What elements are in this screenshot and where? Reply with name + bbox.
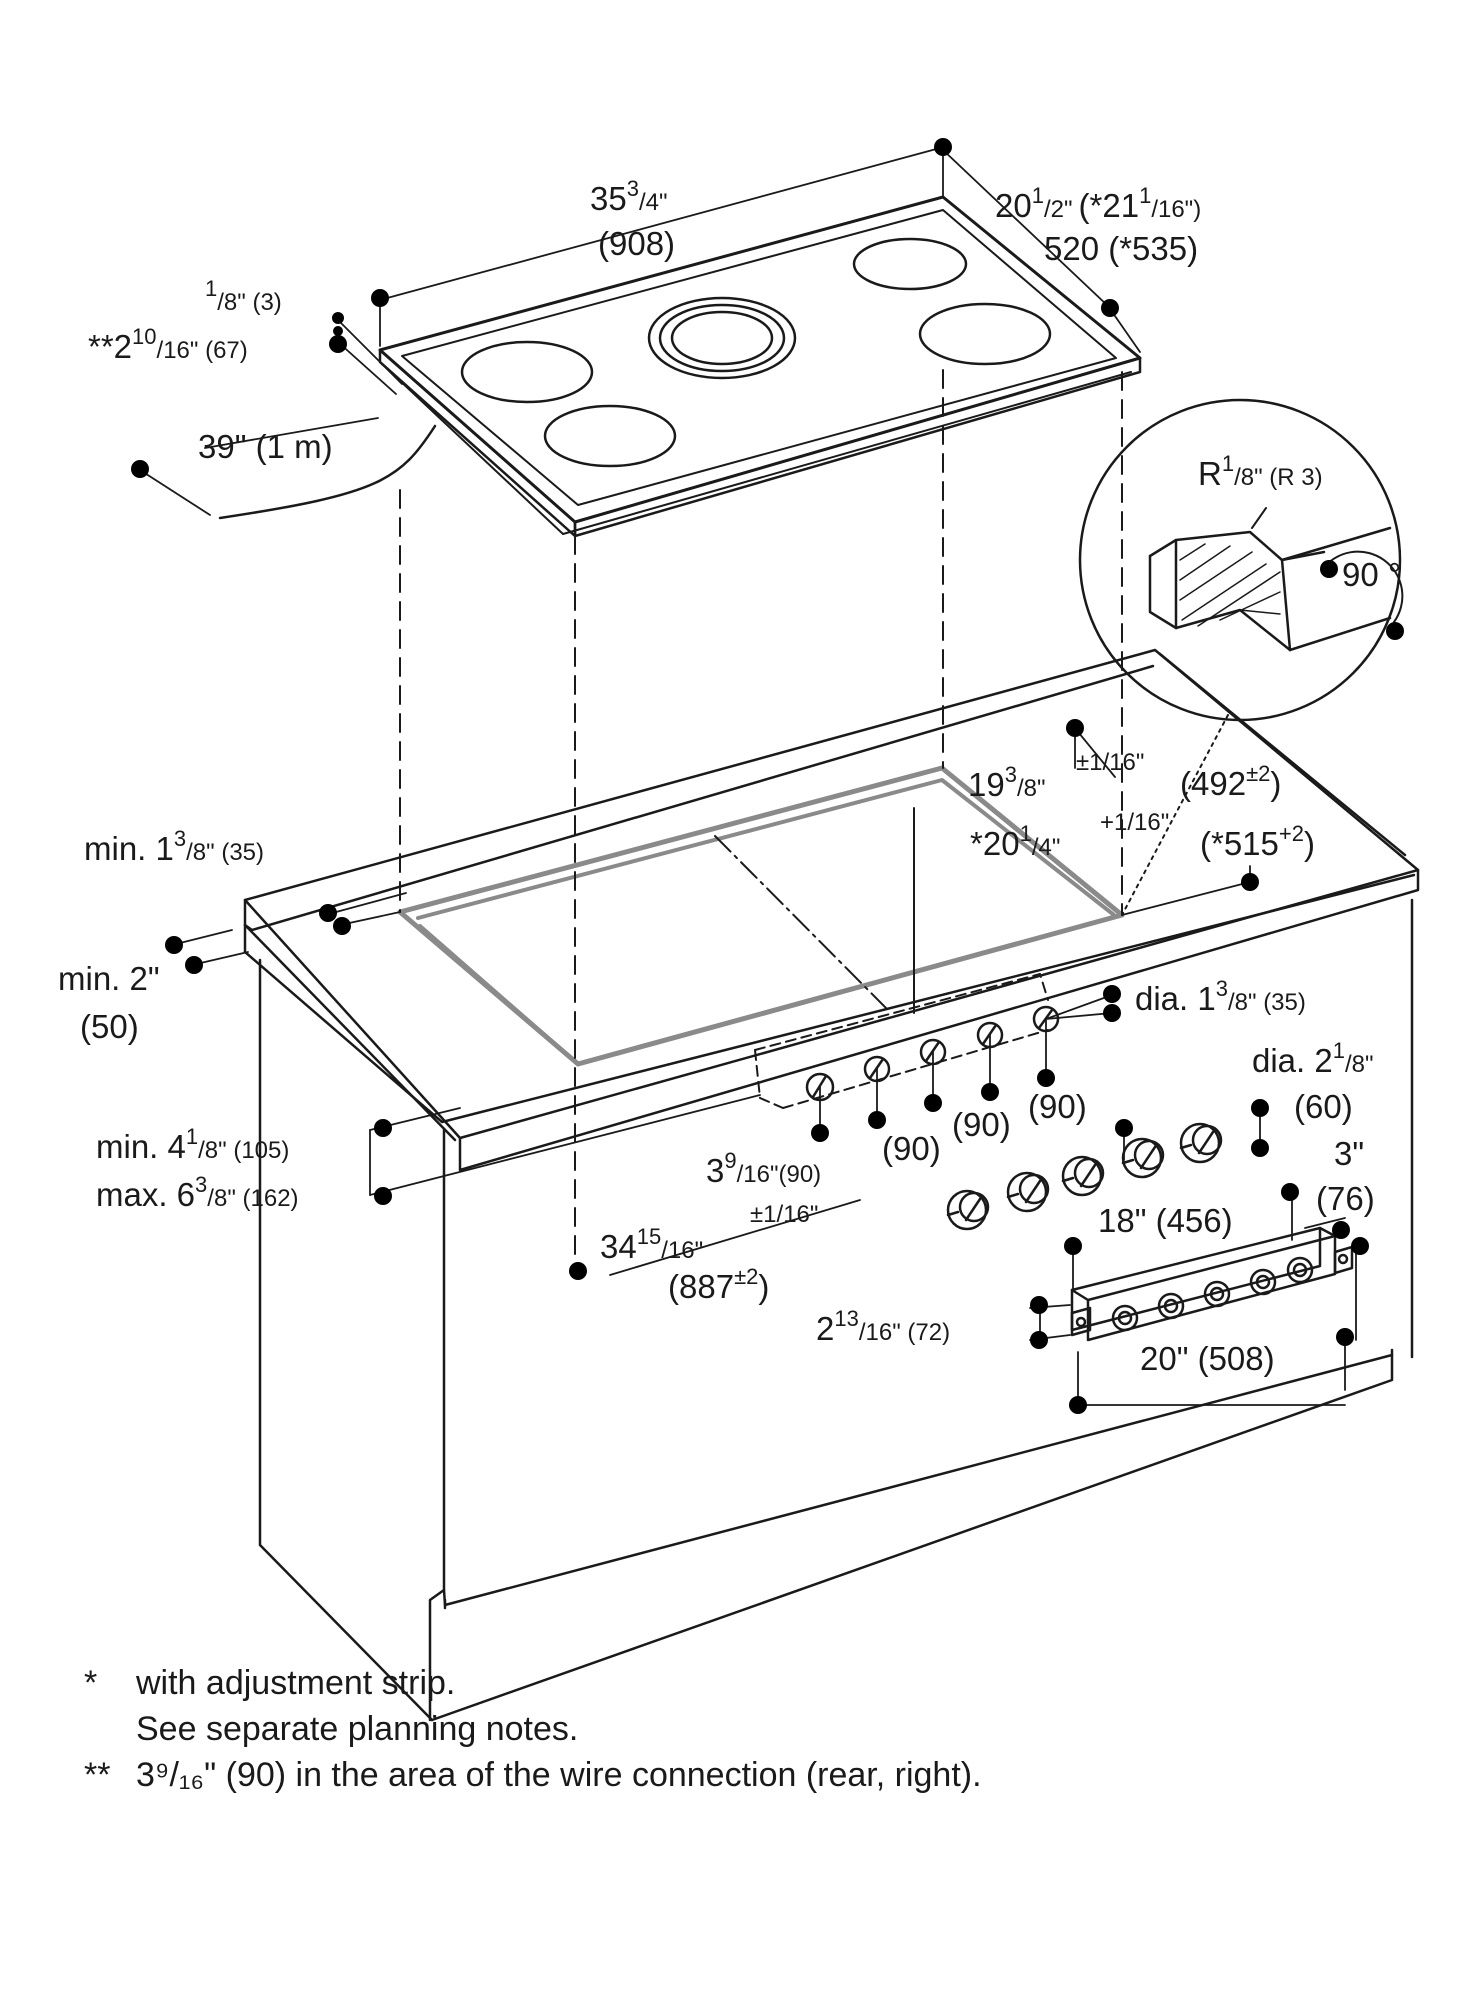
svg-text:*201/4": *201/4" [970, 821, 1060, 862]
cutout-depth-in: 19 [968, 766, 1005, 803]
burner-front-right [918, 302, 1052, 366]
cutout-depth-adj-in: *20 [970, 825, 1020, 862]
svg-text:R1/8" (R 3): R1/8" (R 3) [1198, 451, 1323, 492]
svg-text:max. 63/8" (162): max. 63/8" (162) [96, 1172, 299, 1213]
burner-center-inner [658, 303, 786, 373]
burner-rear-left [460, 340, 594, 404]
overall-height: **2 [88, 328, 132, 365]
svg-text:dia. 13/8" (35): dia. 13/8" (35) [1135, 976, 1306, 1017]
cooktop [218, 195, 1142, 538]
module-length: 18" (456) [1098, 1202, 1233, 1239]
svg-text:39/16"(90): 39/16"(90) [706, 1148, 821, 1189]
burner-center-outer [647, 296, 797, 380]
svg-text:(*515+2): (*515+2) [1200, 821, 1315, 862]
burner-rear-right [852, 237, 968, 291]
module-height: 2 [816, 1310, 834, 1347]
svg-text:353/4": 353/4" [590, 176, 668, 217]
module-overall-length: 20" (508) [1140, 1340, 1275, 1377]
counter-cabinet [243, 648, 1420, 1722]
glass-thickness: /8" (3) [217, 289, 282, 316]
min-rear-distance: min. 1 [84, 830, 174, 867]
module-depth-mm: (76) [1316, 1180, 1375, 1217]
min-front-distance-mm: (50) [80, 1008, 139, 1045]
projection-lines [399, 369, 1123, 1271]
cable-length: 39" (1 m) [198, 428, 333, 465]
cutout-depth-tol: ±1/16" [1076, 749, 1144, 776]
knob-spacing-4: (90) [1028, 1088, 1087, 1125]
control-knobs-large [946, 1122, 1223, 1231]
cooktop-depth-in: 20 [995, 187, 1032, 224]
min-front-distance-in: min. 2" [58, 960, 160, 997]
cutout-width-tol: ±1/16" [750, 1201, 818, 1228]
knob-spacing-1: 3 [706, 1152, 724, 1189]
knob-strip-outline [754, 973, 1049, 1109]
svg-text:3415/16": 3415/16" [600, 1224, 703, 1265]
svg-text:min. 41/8" (105): min. 41/8" (105) [96, 1124, 289, 1165]
footnote-2: ** 3⁹/₁₆" (90) in the area of the wire c… [84, 1756, 982, 1794]
dimension-dots [131, 138, 1404, 1414]
knob-spacing-2: (90) [882, 1130, 941, 1167]
cooktop-depth-mm: 520 (*535) [1044, 230, 1198, 267]
cutout [397, 765, 1125, 1067]
control-module [1070, 1226, 1354, 1342]
svg-text:**210/16" (67): **210/16" (67) [88, 324, 248, 365]
cutout-width-in: 34 [600, 1228, 637, 1265]
svg-text:(887±2): (887±2) [668, 1264, 769, 1305]
burner-front-left [543, 404, 677, 468]
knob-spacing-3: (90) [952, 1106, 1011, 1143]
footnote-1: * with adjustment strip. [84, 1664, 456, 1702]
edge-angle: 90 ° [1342, 556, 1401, 593]
burner-center-core [670, 310, 774, 366]
cutout-depth-adj-mm: (*515 [1200, 825, 1279, 862]
max-height: max. 6 [96, 1176, 195, 1213]
knob-diameter-small: dia. 1 [1135, 980, 1216, 1017]
edge-detail [1078, 398, 1404, 722]
svg-text:1/8" (3): 1/8" (3) [205, 276, 282, 316]
module-depth-in: 3" [1334, 1135, 1364, 1172]
knob-diameter-large: dia. 2 [1252, 1042, 1333, 1079]
cooktop-width-mm: (908) [598, 225, 675, 262]
svg-text:193/8": 193/8" [968, 762, 1046, 803]
svg-text:min. 13/8" (35): min. 13/8" (35) [84, 826, 264, 867]
svg-text:(492±2): (492±2) [1180, 761, 1281, 802]
svg-text:213/16" (72): 213/16" (72) [816, 1306, 950, 1347]
min-height: min. 4 [96, 1128, 186, 1165]
cutout-depth-adj-tol: +1/16" [1100, 809, 1169, 836]
knob-diameter-large-mm: (60) [1294, 1088, 1353, 1125]
footnote-1-cont: See separate planning notes. [136, 1710, 579, 1748]
power-cable [218, 424, 437, 520]
svg-text:dia. 21/8": dia. 21/8" [1252, 1038, 1374, 1079]
footnotes: * with adjustment strip. See separate pl… [84, 1660, 1384, 1798]
edge-radius: R [1198, 455, 1222, 492]
cutout-width-mm: (887 [668, 1268, 734, 1305]
cooktop-width-in: 35 [590, 180, 627, 217]
svg-text:201/2"(*211/16"): 201/2"(*211/16") [995, 183, 1201, 224]
cutout-depth-mm: (492 [1180, 765, 1246, 802]
dimension-labels: 353/4" (908) 201/2"(*211/16") 520 (*535)… [58, 176, 1401, 1377]
